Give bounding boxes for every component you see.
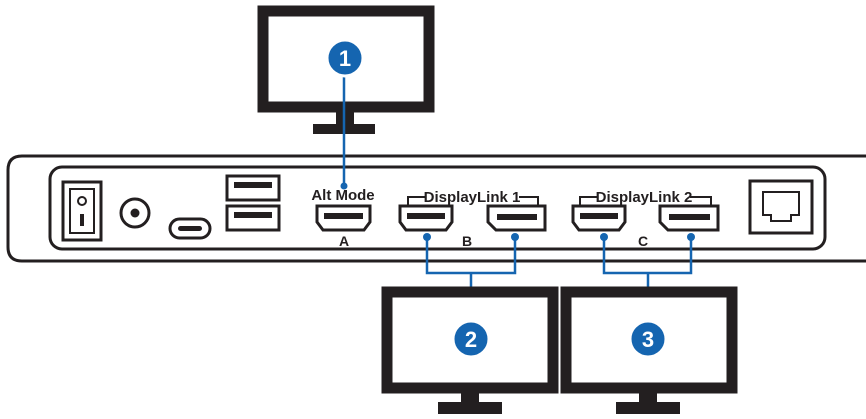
usb-a-port-top (225, 174, 281, 202)
badge-1-number: 1 (339, 46, 351, 71)
alt-mode-label: Alt Mode (311, 187, 374, 204)
monitor-3-base (616, 402, 680, 414)
badge-2: 2 (451, 319, 491, 359)
usb-c-port (168, 217, 212, 240)
badge-2-circle (451, 319, 491, 359)
dc-power-jack (119, 197, 151, 229)
displaylink-1-bracket-left (407, 196, 425, 206)
badge-3-circle (628, 319, 668, 359)
power-on-symbol-icon (80, 214, 84, 226)
monitor-2-neck (461, 388, 479, 404)
hdmi-port-a (315, 204, 372, 232)
port-letter-b: B (462, 233, 472, 249)
power-switch (61, 180, 103, 242)
badge-3: 3 (628, 319, 668, 359)
connection-dot-3a (600, 233, 608, 241)
displaylink-2-label: DisplayLink 2 (596, 189, 693, 206)
connection-dot-3b (687, 233, 695, 241)
monitor-3-neck (639, 388, 657, 404)
displaylink-2-hdmi-port (571, 204, 627, 232)
displaylink-2-bracket-right (690, 196, 712, 206)
displaylink-1-hdmi-contacts-icon (407, 213, 445, 219)
hdmi-a-contacts-icon (324, 213, 363, 219)
displaylink-2-bracket-left (579, 196, 597, 206)
port-letter-c: C (638, 233, 648, 249)
displaylink-1-dp-contacts-icon (497, 214, 537, 220)
monitor-2-base (438, 402, 502, 414)
usb-a-top-tongue-icon (234, 182, 272, 188)
connection-dot-2a (423, 233, 431, 241)
displaylink-1-hdmi-port (398, 204, 454, 232)
displaylink-1-bracket-right (519, 196, 539, 206)
displaylink-2-hdmi-contacts-icon (580, 213, 618, 219)
displaylink-1-label: DisplayLink 1 (424, 189, 521, 206)
usb-a-bottom-tongue-icon (234, 212, 272, 218)
usb-a-port-bottom (225, 204, 281, 232)
badge-3-number: 3 (642, 327, 654, 352)
badge-1-circle (325, 38, 365, 78)
power-off-symbol-icon (77, 196, 87, 206)
displaylink-2-dp-contacts-icon (669, 214, 710, 220)
port-letter-a: A (339, 233, 349, 249)
usb-c-port-tongue-icon (178, 226, 202, 231)
displaylink-2-displayport-port (658, 204, 720, 232)
badge-1: 1 (325, 38, 365, 78)
ethernet-jack-icon (762, 191, 800, 222)
power-switch-rocker (69, 188, 95, 234)
connection-dot-2b (511, 233, 519, 241)
displaylink-1-displayport-port (486, 204, 547, 232)
connection-dot-1 (340, 182, 348, 190)
dc-jack-pin-icon (130, 208, 140, 218)
badge-2-number: 2 (465, 327, 477, 352)
ethernet-port (748, 179, 814, 235)
